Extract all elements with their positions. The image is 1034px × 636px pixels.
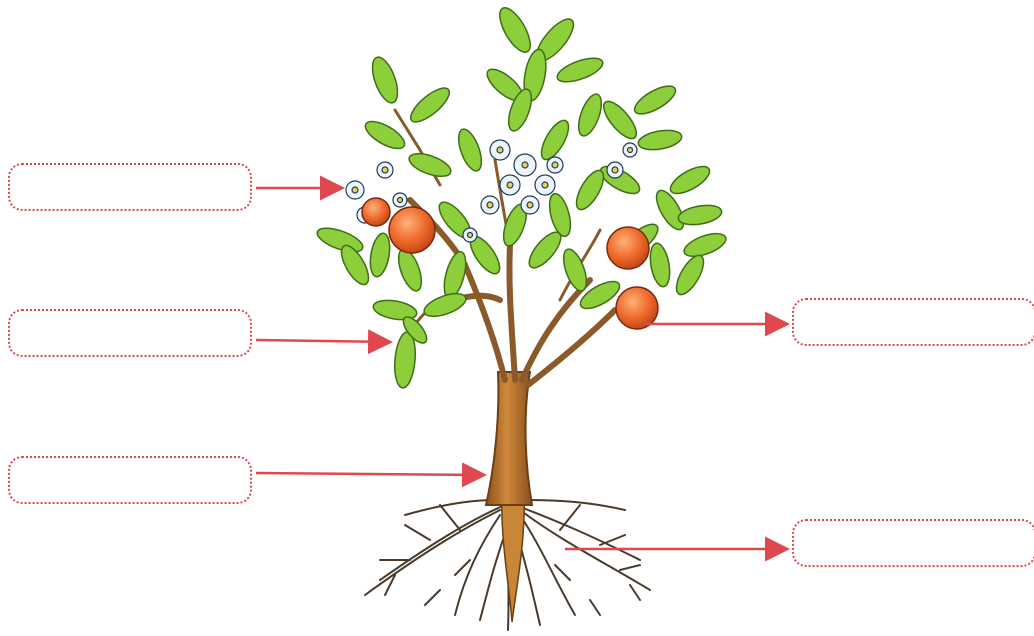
leaves	[314, 3, 728, 388]
label-box-fruit[interactable]	[792, 298, 1034, 346]
trunk	[486, 372, 532, 505]
label-box-stem[interactable]	[8, 456, 252, 504]
arrow-stem	[256, 473, 482, 475]
label-box-root[interactable]	[792, 519, 1034, 567]
label-box-leaf[interactable]	[8, 309, 252, 357]
label-box-flower[interactable]	[8, 163, 252, 211]
taproot	[502, 490, 525, 622]
arrow-leaf	[256, 340, 388, 342]
